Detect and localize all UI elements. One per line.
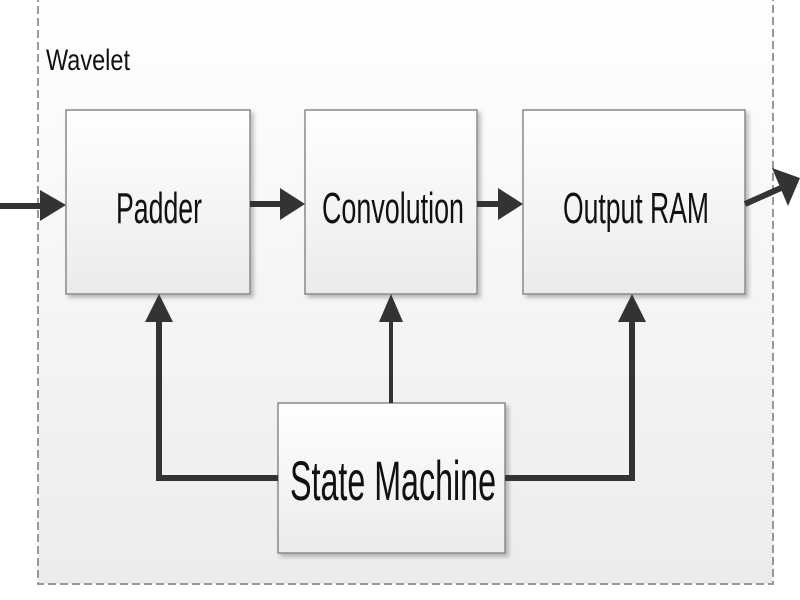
padder-to-convolution-arrow bbox=[250, 188, 305, 220]
convolution-block: Convolution bbox=[304, 109, 478, 295]
state-machine-to-padder-arrow bbox=[145, 294, 278, 481]
input-arrow bbox=[0, 190, 66, 221]
convolution-to-output-ram-arrow bbox=[477, 188, 523, 220]
padder-block: Padder bbox=[65, 109, 251, 295]
output-ram-label: Output RAM bbox=[563, 184, 709, 233]
state-machine-block: State Machine bbox=[277, 402, 506, 554]
convolution-label: Convolution bbox=[322, 184, 464, 233]
state-machine-to-convolution-arrow bbox=[379, 294, 403, 403]
output-ram-block: Output RAM bbox=[522, 109, 746, 295]
state-machine-to-output-ram-arrow bbox=[505, 294, 646, 481]
output-arrow bbox=[743, 168, 800, 207]
padder-label: Padder bbox=[116, 184, 202, 233]
container-title: Wavelet bbox=[46, 44, 131, 77]
state-machine-label: State Machine bbox=[290, 449, 496, 512]
